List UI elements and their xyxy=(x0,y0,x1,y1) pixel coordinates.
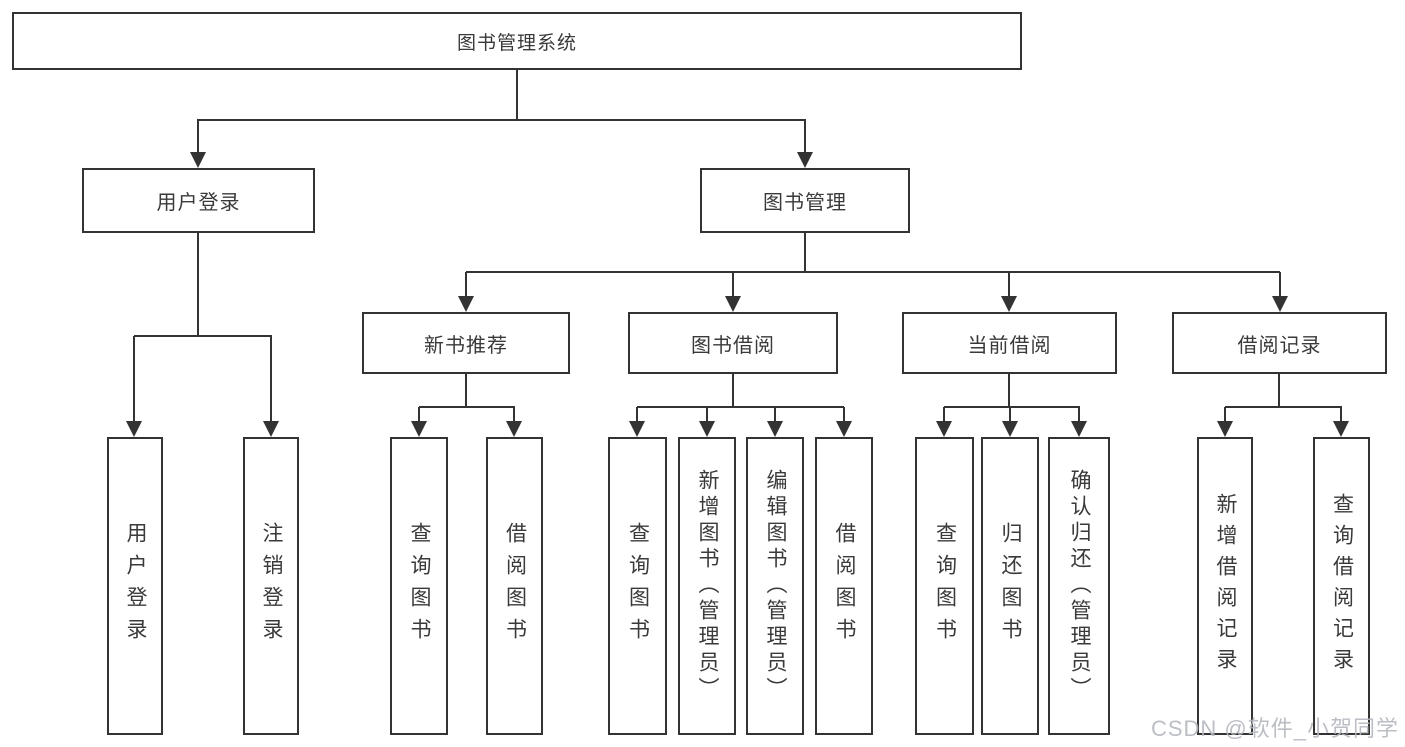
connector-current-hline xyxy=(944,406,1080,408)
arrow-down-icon xyxy=(1001,296,1017,312)
connector-drop-leaf xyxy=(774,407,776,421)
node-label: 新书推荐 xyxy=(424,334,508,357)
leaf-query-books-3: 查询图书 xyxy=(915,437,974,735)
arrow-down-icon xyxy=(936,421,952,437)
connector-drop-leaf xyxy=(1009,407,1011,421)
leaf-edit-books-admin: 编辑图书（管理员） xyxy=(746,437,804,735)
connector-drop-leaf xyxy=(636,407,638,421)
arrow-down-icon xyxy=(458,296,474,312)
arrow-down-icon xyxy=(190,152,206,168)
connector-userlogin-hline xyxy=(134,335,272,337)
arrow-down-icon xyxy=(1071,421,1087,437)
connector-root-stem xyxy=(516,70,518,120)
node-book-borrowing: 图书借阅 xyxy=(628,312,838,374)
leaf-logout: 注销登录 xyxy=(243,437,299,735)
connector-drop-leaf xyxy=(1224,407,1226,421)
connector-root-hline xyxy=(197,119,806,121)
connector-drop-leaf xyxy=(1078,407,1080,421)
node-label: 当前借阅 xyxy=(967,334,1052,357)
connector-drop-level3 xyxy=(732,272,734,296)
connector-drop-leaf xyxy=(133,336,135,421)
arrow-down-icon xyxy=(836,421,852,437)
connector-drop-user-login xyxy=(197,120,199,152)
connector-newbook-hline xyxy=(419,406,515,408)
arrow-down-icon xyxy=(126,421,142,437)
arrow-down-icon xyxy=(411,421,427,437)
node-library-management-system: 图书管理系统 xyxy=(12,12,1022,70)
connector-drop-level3 xyxy=(465,272,467,296)
leaf-borrow-books: 借阅图书 xyxy=(486,437,543,735)
leaf-borrow-books-2: 借阅图书 xyxy=(815,437,873,735)
leaf-query-books-2: 查询图书 xyxy=(608,437,667,735)
leaf-return-books: 归还图书 xyxy=(981,437,1039,735)
node-new-book-recommend: 新书推荐 xyxy=(362,312,570,374)
leaf-add-borrow-record: 新增借阅记录 xyxy=(1197,437,1253,735)
arrow-down-icon xyxy=(1272,296,1288,312)
node-user-login: 用户登录 xyxy=(82,168,315,233)
arrow-down-icon xyxy=(725,296,741,312)
connector-drop-level3 xyxy=(1279,272,1281,296)
node-label: 图书管理 xyxy=(763,192,847,214)
connector-drop-leaf xyxy=(513,407,515,421)
connector-drop-leaf xyxy=(270,336,272,421)
arrow-down-icon xyxy=(263,421,279,437)
connector-records-hline xyxy=(1225,406,1342,408)
connector-borrowing-hline xyxy=(637,406,844,408)
connector-drop-leaf xyxy=(418,407,420,421)
arrow-down-icon xyxy=(767,421,783,437)
csdn-watermark: CSDN @软件_小贺同学 xyxy=(1150,716,1399,741)
connector-drop-leaf xyxy=(1340,407,1342,421)
connector-drop-leaf xyxy=(706,407,708,421)
node-label: 借阅记录 xyxy=(1237,334,1322,357)
connector-current-stem xyxy=(1008,374,1010,407)
node-current-borrowing: 当前借阅 xyxy=(902,312,1117,374)
connector-drop-level3 xyxy=(1008,272,1010,296)
connector-newbook-stem xyxy=(465,374,467,407)
node-book-management: 图书管理 xyxy=(700,168,910,233)
leaf-add-books-admin: 新增图书（管理员） xyxy=(678,437,736,735)
arrow-down-icon xyxy=(506,421,522,437)
arrow-down-icon xyxy=(797,152,813,168)
connector-userlogin-stem xyxy=(197,233,199,336)
connector-drop-book-mgmt xyxy=(804,120,806,152)
leaf-user-login: 用户登录 xyxy=(107,437,163,735)
leaf-query-books: 查询图书 xyxy=(390,437,448,735)
node-label: 用户登录 xyxy=(156,192,241,214)
connector-bookmgmt-stem xyxy=(804,233,806,272)
node-label: 图书借阅 xyxy=(691,334,775,357)
arrow-down-icon xyxy=(1217,421,1233,437)
connector-records-stem xyxy=(1278,374,1280,407)
connector-borrowing-stem xyxy=(732,374,734,407)
arrow-down-icon xyxy=(1002,421,1018,437)
connector-drop-leaf xyxy=(943,407,945,421)
arrow-down-icon xyxy=(699,421,715,437)
node-borrowing-records: 借阅记录 xyxy=(1172,312,1387,374)
arrow-down-icon xyxy=(629,421,645,437)
leaf-confirm-return-admin: 确认归还（管理员） xyxy=(1048,437,1110,735)
connector-bookmgmt-hline xyxy=(466,271,1280,273)
node-label: 图书管理系统 xyxy=(456,32,577,54)
connector-drop-leaf xyxy=(843,407,845,421)
leaf-query-borrow-record: 查询借阅记录 xyxy=(1313,437,1370,735)
arrow-down-icon xyxy=(1333,421,1349,437)
